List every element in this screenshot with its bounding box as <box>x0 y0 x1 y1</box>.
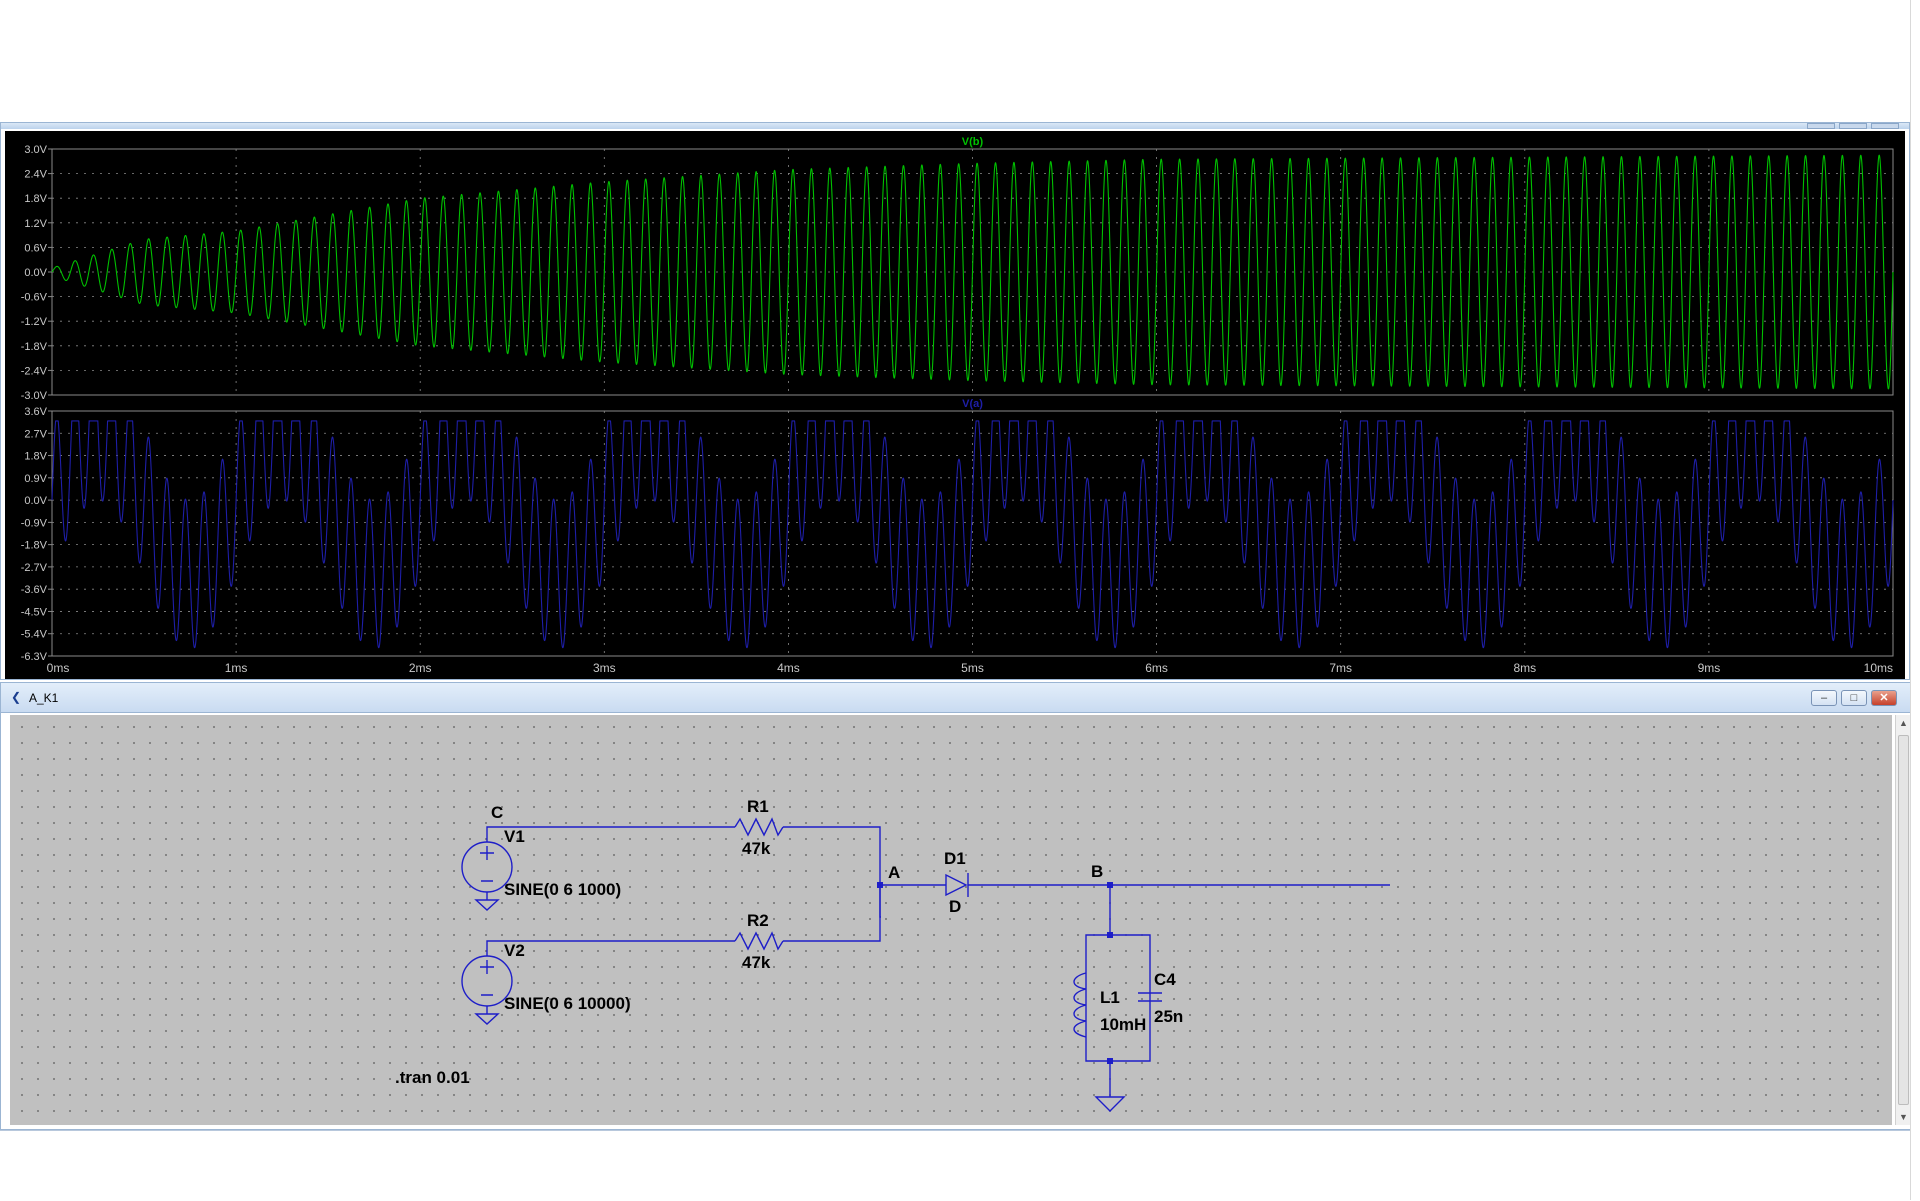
diode-d1[interactable] <box>945 873 969 897</box>
x-tick-label: 0ms <box>47 661 70 675</box>
restore-button[interactable]: □ <box>1841 690 1867 706</box>
x-tick-label: 3ms <box>593 661 616 675</box>
x-tick-label: 5ms <box>961 661 984 675</box>
r1-value: 47k <box>742 839 771 858</box>
x-tick-label: 8ms <box>1513 661 1536 675</box>
waveform-restore-button[interactable] <box>1839 123 1867 129</box>
r2-value: 47k <box>742 953 771 972</box>
y-tick-label: 1.2V <box>24 218 47 230</box>
resistor-r1[interactable] <box>734 817 784 837</box>
y-tick-label: 3.6V <box>24 406 47 418</box>
junction-dots <box>877 882 1113 1064</box>
desktop-right-edge <box>1910 0 1920 1200</box>
net-label-a: A <box>888 863 900 882</box>
voltage-source-v2[interactable] <box>461 955 513 1025</box>
scroll-thumb[interactable] <box>1898 735 1909 1105</box>
x-tick-label: 7ms <box>1329 661 1352 675</box>
schematic-titlebar[interactable]: ❮ A_K1 – □ ✕ <box>1 683 1917 713</box>
c4-name: C4 <box>1154 970 1176 989</box>
y-tick-label: 0.6V <box>24 242 47 254</box>
net-label-c: C <box>491 803 503 822</box>
x-tick-label: 9ms <box>1698 661 1721 675</box>
y-tick-label: -1.8V <box>21 540 48 552</box>
y-tick-label: -6.3V <box>21 651 48 663</box>
spice-directive[interactable]: .tran 0.01 <box>395 1068 470 1087</box>
y-tick-label: 3.0V <box>24 144 47 156</box>
y-tick-label: -5.4V <box>21 629 48 641</box>
c4-value: 25n <box>1154 1007 1183 1026</box>
d1-value: D <box>949 897 961 916</box>
v2-name: V2 <box>504 941 525 960</box>
wire-r1-a <box>783 826 881 918</box>
y-tick-label: -0.6V <box>21 292 48 304</box>
v2-value: SINE(0 6 10000) <box>504 994 631 1013</box>
waveform-plot-area[interactable]: 3.0V 2.4V 1.8V 1.2V 0.6V 0.0V -0.6V -1.2V -1.8V -… <box>5 131 1905 679</box>
schematic-drawing[interactable]: C A B V1 SINE(0 6 1000) V2 SINE(0 6 1000… <box>10 715 1892 1125</box>
trace-label-0[interactable]: V(b) <box>962 136 984 148</box>
x-tick-label: 4ms <box>777 661 800 675</box>
y-tick-label: 0.9V <box>24 473 47 485</box>
close-button[interactable]: ✕ <box>1871 690 1897 706</box>
l1-name: L1 <box>1100 988 1120 1007</box>
y-tick-label: -4.5V <box>21 606 48 618</box>
x-tick-label: 6ms <box>1145 661 1168 675</box>
capacitor-c4[interactable] <box>1138 992 1162 1002</box>
schematic-vertical-scrollbar[interactable]: ▲ ▼ <box>1895 715 1911 1125</box>
waveform-window-titlebar[interactable] <box>1 123 1909 129</box>
resistor-r2[interactable] <box>734 931 784 951</box>
schematic-window: ❮ A_K1 – □ ✕ <box>0 682 1918 1130</box>
y-tick-label: -1.8V <box>21 341 48 353</box>
desktop-bottom-area <box>0 1130 1920 1201</box>
v1-value: SINE(0 6 1000) <box>504 880 621 899</box>
wires <box>486 826 1390 1097</box>
y-tick-label: 1.8V <box>24 451 47 463</box>
y-tick-label: -0.9V <box>21 517 48 529</box>
y-tick-label: -3.0V <box>21 390 48 402</box>
y-tick-label: -1.2V <box>21 316 48 328</box>
trace-vb[interactable] <box>51 154 1894 390</box>
v1-name: V1 <box>504 827 525 846</box>
waveform-close-button[interactable] <box>1871 123 1899 129</box>
y-tick-label: -2.4V <box>21 365 48 377</box>
y-tick-label: 0.0V <box>24 495 47 507</box>
schematic-icon: ❮ <box>11 690 22 704</box>
wire-r2-a <box>783 885 881 942</box>
x-tick-label: 1ms <box>225 661 248 675</box>
waveform-window: 3.0V 2.4V 1.8V 1.2V 0.6V 0.0V -0.6V -1.2V -1.8V -… <box>0 122 1910 680</box>
trace-va[interactable] <box>51 420 1894 649</box>
voltage-source-v1[interactable] <box>461 841 513 911</box>
waveform-minimize-button[interactable] <box>1807 123 1835 129</box>
desktop-blank-area <box>0 0 1920 122</box>
wire-tank-loop <box>1085 934 1151 1062</box>
y-tick-label: -2.7V <box>21 562 48 574</box>
ground-symbol <box>1094 1096 1126 1112</box>
y-tick-label: 1.8V <box>24 193 47 205</box>
waveform-plot[interactable]: 3.0V 2.4V 1.8V 1.2V 0.6V 0.0V -0.6V -1.2V -1.8V -… <box>5 131 1905 679</box>
r1-name: R1 <box>747 797 769 816</box>
inductor-l1[interactable] <box>1073 972 1087 1038</box>
y-tick-label: 0.0V <box>24 267 47 279</box>
r2-name: R2 <box>747 911 769 930</box>
schematic-title: A_K1 <box>29 691 59 705</box>
trace-label-1[interactable]: V(a) <box>962 398 983 410</box>
l1-value: 10mH <box>1100 1015 1146 1034</box>
scroll-up-arrow[interactable]: ▲ <box>1899 718 1908 728</box>
x-tick-label: 10ms <box>1864 661 1893 675</box>
y-tick-label: -3.6V <box>21 584 48 596</box>
y-tick-label: 2.4V <box>24 169 47 181</box>
x-tick-label: 2ms <box>409 661 432 675</box>
y-tick-label: 2.7V <box>24 428 47 440</box>
scroll-down-arrow[interactable]: ▼ <box>1899 1112 1908 1122</box>
minimize-button[interactable]: – <box>1811 690 1837 706</box>
net-label-b: B <box>1091 862 1103 881</box>
d1-name: D1 <box>944 849 966 868</box>
schematic-canvas[interactable]: C A B V1 SINE(0 6 1000) V2 SINE(0 6 1000… <box>10 715 1892 1125</box>
